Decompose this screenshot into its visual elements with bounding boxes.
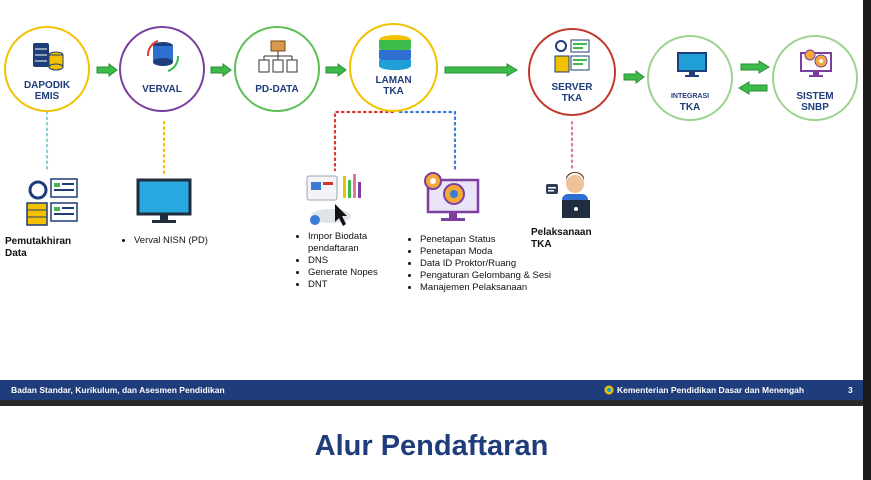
node-pd-data: PD-DATA <box>234 26 320 112</box>
node-verval: VERVAL <box>119 26 205 112</box>
arrow-right-icon <box>96 63 118 77</box>
verval-list: Verval NISN (PD) <box>122 235 234 247</box>
list-item: Generate Nopes <box>308 267 398 279</box>
monitor-gear-icon <box>800 49 832 77</box>
list-item: Verval NISN (PD) <box>134 235 234 247</box>
node-integrasi-tka: INTEGRASI TKA <box>647 35 733 121</box>
list-item: Pengaturan Gelombang & Sesi <box>420 270 560 282</box>
scrollbar-track[interactable] <box>863 0 871 480</box>
status-list: Penetapan Status Penetapan Moda Data ID … <box>408 234 560 293</box>
node-label: DAPODIK EMIS <box>23 80 71 102</box>
footer-right-text: Kementerian Pendidikan Dasar dan Menenga… <box>617 385 805 395</box>
list-item: Penetapan Status <box>420 234 560 246</box>
monitor-gear-icon <box>424 172 480 221</box>
node-label: LAMAN TKA <box>375 75 412 97</box>
database-icon <box>33 43 64 71</box>
next-slide-title: Alur Pendaftaran <box>314 430 549 462</box>
caption-pelaksanaan: Pelaksanaan TKA <box>531 227 592 250</box>
node-laman-tka: LAMAN TKA <box>349 23 438 112</box>
page-number: 3 <box>848 385 853 395</box>
node-dapodik: DAPODIK EMIS <box>4 26 90 112</box>
arrow-left-icon <box>738 81 768 95</box>
arrow-right-icon <box>623 70 645 84</box>
monitor-icon <box>136 178 192 223</box>
list-item: Manajemen Pelaksanaan <box>420 282 560 294</box>
node-sistem-snbp: SISTEM SNBP <box>772 35 858 121</box>
server-network-icon <box>26 178 78 226</box>
dashboard-cursor-icon <box>306 174 361 226</box>
arrow-right-icon <box>740 60 770 74</box>
database-stack-icon <box>379 35 411 70</box>
arrow-right-icon <box>210 63 232 77</box>
caption-pemutakhiran: Pemutakhiran Data <box>5 236 72 259</box>
list-item: Data ID Proktor/Ruang <box>420 258 560 270</box>
laman-list: Impor Biodata pendaftaran DNS Generate N… <box>296 231 398 290</box>
node-label: VERVAL <box>142 84 182 95</box>
list-item: Penetapan Moda <box>420 246 560 258</box>
slide-footer: Badan Standar, Kurikulum, dan Asesmen Pe… <box>0 380 863 400</box>
node-label-small: INTEGRASI <box>670 93 710 100</box>
person-laptop-icon <box>546 172 590 218</box>
arrow-right-icon <box>325 63 347 77</box>
list-item: DNS <box>308 255 398 267</box>
server-network-icon <box>554 39 590 73</box>
arrow-right-long-icon <box>444 63 518 77</box>
list-item: DNT <box>308 279 398 291</box>
slide-next: Alur Pendaftaran <box>0 406 863 480</box>
list-item: Impor Biodata pendaftaran <box>308 231 398 255</box>
node-label: PD-DATA <box>255 84 299 95</box>
node-server-tka: SERVER TKA <box>528 28 616 116</box>
monitor-icon <box>677 52 707 77</box>
node-label: SERVER TKA <box>551 82 593 104</box>
dotted-connectors <box>45 110 574 178</box>
slide-current: DAPODIK EMIS VERVAL PD-DATA <box>0 0 863 400</box>
footer-left-text: Badan Standar, Kurikulum, dan Asesmen Pe… <box>11 385 225 395</box>
node-label: SISTEM SNBP <box>796 91 834 113</box>
node-label: TKA <box>679 102 701 113</box>
ministry-logo-icon <box>604 385 614 395</box>
slide-gap <box>0 400 863 406</box>
folder-tree-icon <box>258 40 298 73</box>
database-sync-icon <box>147 40 179 72</box>
